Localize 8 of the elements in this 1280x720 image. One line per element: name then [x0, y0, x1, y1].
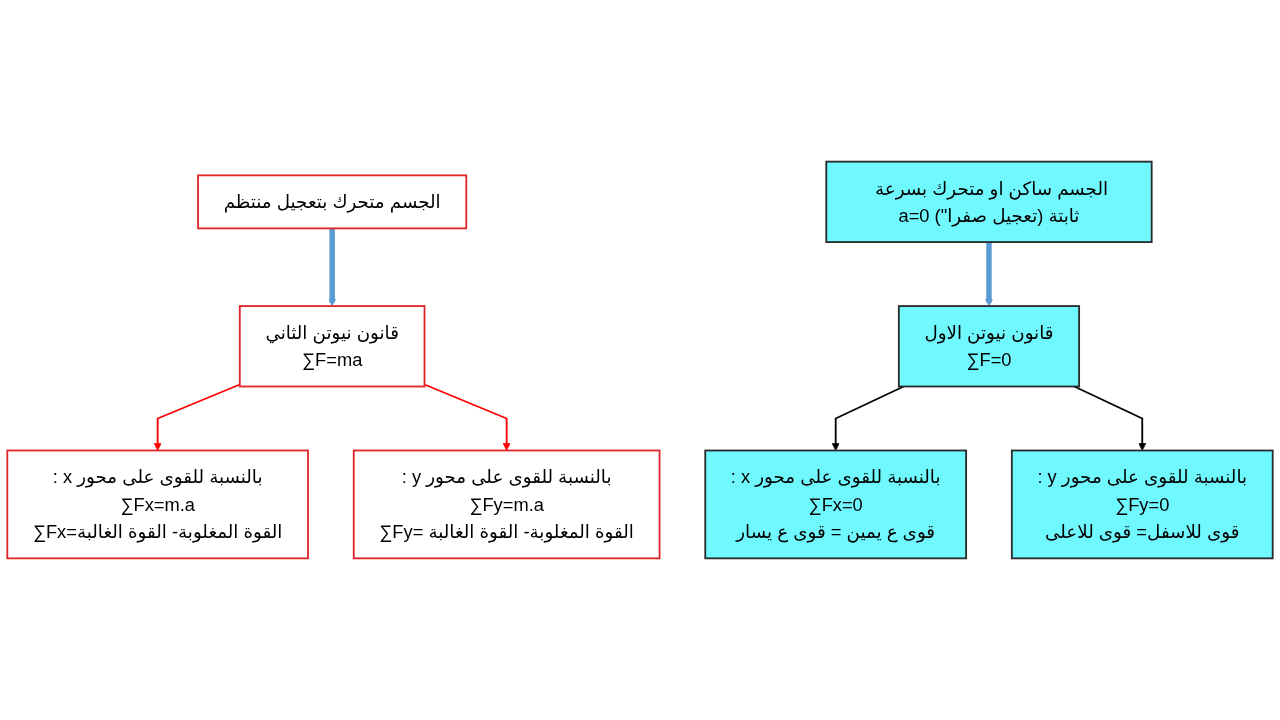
- node-box: الجسم متحرك بتعجيل منتظم: [197, 174, 468, 230]
- arrow: [831, 385, 905, 451]
- arrow: [328, 228, 337, 307]
- node-box: الجسم ساكن او متحرك بسرعة ثابتة (تعجيل صفرا") a=0: [825, 160, 1153, 243]
- arrow: [1073, 385, 1147, 451]
- arrow: [423, 383, 511, 451]
- arrow: [153, 383, 241, 451]
- arrow: [984, 242, 993, 307]
